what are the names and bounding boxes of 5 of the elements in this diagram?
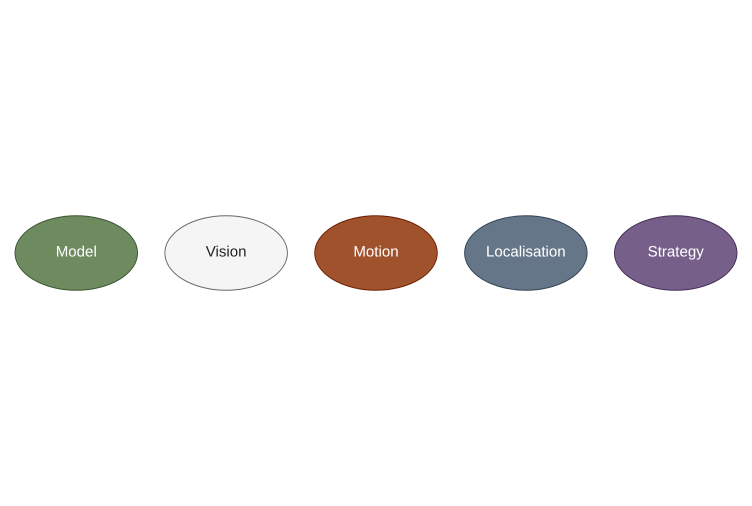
node-ellipse: Localisation <box>464 215 588 291</box>
node-ellipse: Motion <box>314 215 438 291</box>
node-ellipse: Model <box>14 215 138 291</box>
node-ellipse: Strategy <box>614 215 738 291</box>
node-ellipse: Vision <box>164 215 288 291</box>
